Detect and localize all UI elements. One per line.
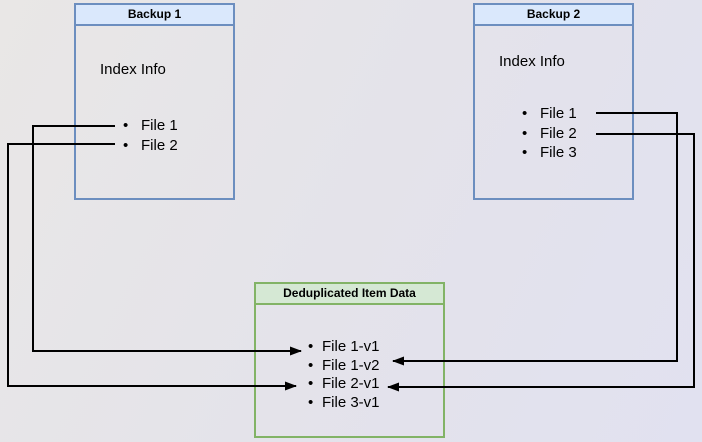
backup2-file-1: File 1 xyxy=(522,104,577,124)
backup1-title: Backup 1 xyxy=(76,5,233,26)
backup1-file-2: File 2 xyxy=(123,136,178,156)
backup2-index-label: Index Info xyxy=(499,53,565,70)
dedup-box: Deduplicated Item Data File 1-v1 File 1-… xyxy=(254,282,445,438)
backup1-file-1: File 1 xyxy=(123,116,178,136)
dedup-item-file2v1: File 2-v1 xyxy=(308,375,380,394)
dedup-item-file1v1: File 1-v1 xyxy=(308,338,380,357)
backup2-file-3: File 3 xyxy=(522,143,577,163)
dedup-title: Deduplicated Item Data xyxy=(256,284,443,305)
backup1-box: Backup 1 Index Info File 1 File 2 xyxy=(74,3,235,200)
backup1-index-label: Index Info xyxy=(100,61,166,78)
backup2-title: Backup 2 xyxy=(475,5,632,26)
backup2-file-2: File 2 xyxy=(522,124,577,144)
backup2-box: Backup 2 Index Info File 1 File 2 File 3 xyxy=(473,3,634,200)
dedup-item-file3v1: File 3-v1 xyxy=(308,394,380,413)
dedup-item-file1v2: File 1-v2 xyxy=(308,357,380,376)
backup2-file-list: File 1 File 2 File 3 xyxy=(522,104,577,163)
dedup-item-list: File 1-v1 File 1-v2 File 2-v1 File 3-v1 xyxy=(308,338,380,412)
backup1-file-list: File 1 File 2 xyxy=(123,116,178,155)
